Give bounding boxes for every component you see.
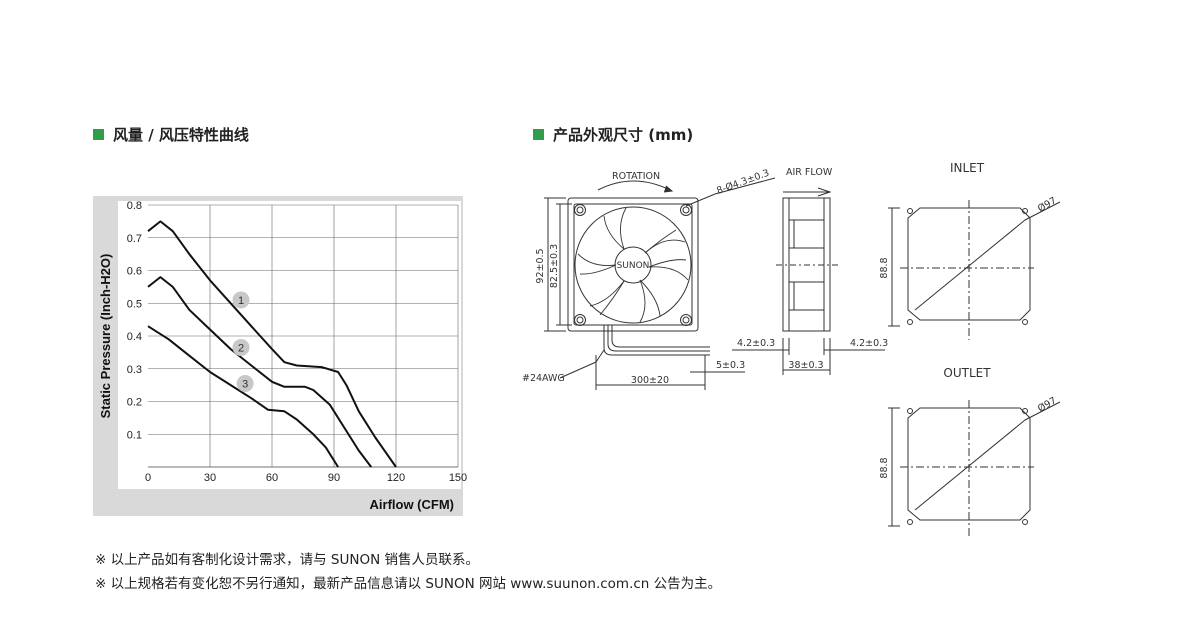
plot-area bbox=[118, 201, 461, 489]
pq-curve-chart: 0 30 60 90 120 150 0.1 0.2 0.3 0.4 0.5 0.6 0.7 0.8 1 2… bbox=[93, 196, 467, 516]
green-square-icon bbox=[93, 128, 104, 140]
wire-label: #24AWG bbox=[522, 373, 565, 384]
lead-length: 300±20 bbox=[631, 375, 669, 386]
x-tick-label: 120 bbox=[387, 472, 405, 484]
holes-label: 8-Ø4.3±0.3 bbox=[715, 168, 771, 197]
x-tick-label: 30 bbox=[204, 472, 216, 484]
outlet-title: OUTLET bbox=[943, 366, 991, 380]
rotation-arrow bbox=[597, 180, 671, 191]
x-tick-label: 90 bbox=[328, 472, 340, 484]
curve-badge-label: 2 bbox=[238, 342, 244, 354]
fan-blade-icon bbox=[577, 207, 689, 323]
curve-1 bbox=[147, 220, 397, 468]
y-tick-label: 0.8 bbox=[127, 200, 142, 212]
curve-3 bbox=[147, 325, 339, 468]
curve-badge bbox=[232, 291, 250, 309]
dim-82-5: 82.5±0.3 bbox=[549, 244, 560, 288]
brand-label: SUNON bbox=[617, 261, 650, 271]
curve-badge-label: 1 bbox=[238, 295, 244, 307]
y-tick-label: 0.5 bbox=[127, 298, 142, 310]
airflow-label: AIR FLOW bbox=[786, 167, 833, 178]
rotation-label: ROTATION bbox=[612, 171, 660, 182]
y-tick-label: 0.1 bbox=[127, 429, 142, 441]
dimension-drawing: ROTATION AIR FLOW 8-Ø4.3±0.3 92±0.5 82.5… bbox=[522, 161, 1061, 538]
curve-section-title-text: 风量 / 风压特性曲线 bbox=[113, 125, 249, 144]
outlet-view bbox=[888, 400, 1061, 538]
flange-left: 4.2±0.3 bbox=[737, 338, 775, 349]
y-axis-label: Static Pressure (Inch-H2O) bbox=[98, 254, 113, 419]
curve-badge bbox=[232, 338, 250, 356]
curve-2 bbox=[147, 276, 372, 468]
x-tick-label: 150 bbox=[449, 472, 467, 484]
airflow-arrow bbox=[783, 187, 832, 197]
x-tick-label: 0 bbox=[145, 472, 151, 484]
dim-92: 92±0.5 bbox=[535, 248, 546, 283]
y-tick-label: 0.6 bbox=[127, 266, 142, 278]
fan-side-view bbox=[732, 187, 885, 375]
flange-right: 4.2±0.3 bbox=[850, 338, 888, 349]
y-tick-label: 0.7 bbox=[127, 233, 142, 245]
dimension-section-title-text: 产品外观尺寸 (mm) bbox=[553, 125, 694, 144]
pq-curve-svg: 0 30 60 90 120 150 0.1 0.2 0.3 0.4 0.5 0.6 0.7 0.8 1 2… bbox=[98, 200, 467, 512]
inlet-view bbox=[888, 200, 1061, 340]
curve-section-title: 风量 / 风压特性曲线 bbox=[93, 124, 249, 144]
green-square-icon bbox=[533, 128, 544, 140]
x-axis-label: Airflow (CFM) bbox=[370, 497, 454, 512]
inlet-title: INLET bbox=[950, 161, 985, 175]
y-tick-label: 0.4 bbox=[127, 331, 142, 343]
note-spec-change: ※ 以上规格若有变化恕不另行通知，最新产品信息请以 SUNON 网站 www.s… bbox=[95, 576, 722, 592]
x-tick-label: 60 bbox=[266, 472, 278, 484]
outlet-diameter: Ø97 bbox=[1036, 395, 1058, 414]
y-tick-label: 0.3 bbox=[127, 364, 142, 376]
inlet-diameter: Ø97 bbox=[1036, 195, 1058, 214]
strip-length: 5±0.3 bbox=[716, 360, 745, 371]
y-tick-label: 0.2 bbox=[127, 397, 142, 409]
note-customization: ※ 以上产品如有客制化设计需求，请与 SUNON 销售人员联系。 bbox=[95, 552, 479, 568]
fan-front-view bbox=[544, 177, 776, 390]
inlet-height: 88.8 bbox=[879, 257, 890, 278]
curve-badge bbox=[236, 374, 254, 392]
curve-badge-label: 3 bbox=[242, 378, 248, 390]
outlet-height: 88.8 bbox=[879, 457, 890, 478]
thickness: 38±0.3 bbox=[788, 360, 823, 371]
dimension-section-title: 产品外观尺寸 (mm) bbox=[533, 124, 693, 144]
